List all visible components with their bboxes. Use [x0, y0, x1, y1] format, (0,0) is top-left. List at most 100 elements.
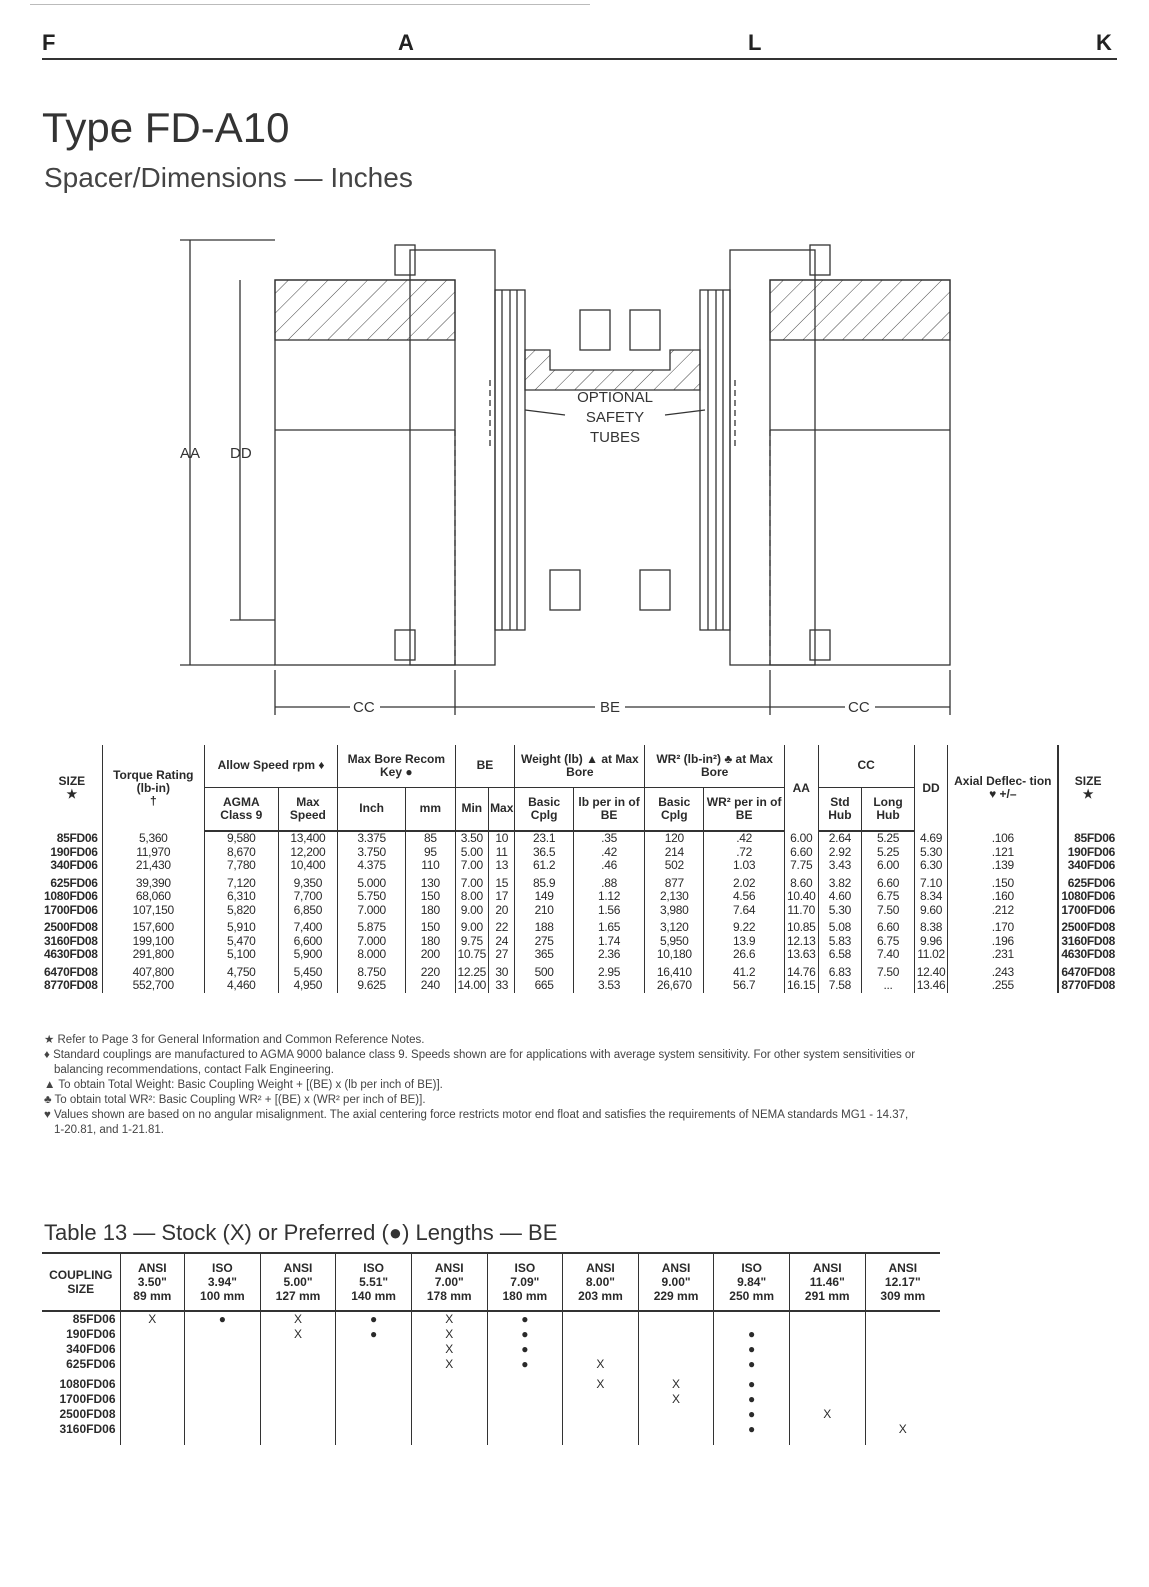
col-weight: Weight (lb) ▲ at Max Bore [514, 745, 645, 788]
table-cell: 5,100 [203, 947, 279, 962]
tubes-label-line2: SAFETY [586, 409, 644, 426]
length-mark [119, 1327, 185, 1342]
table-cell: 3.50 [454, 831, 489, 846]
col-length-line: 178 mm [426, 1289, 472, 1303]
table-cell [119, 1437, 185, 1445]
col-lb-per-in: lb per in of BE [572, 787, 645, 832]
table-cell: .46 [572, 858, 645, 873]
table-cell: .231 [947, 947, 1059, 962]
table-cell: 9.00 [454, 903, 489, 917]
table-cell: 7.000 [337, 903, 406, 917]
header-letter-a: A [398, 30, 414, 55]
length-mark [410, 1407, 488, 1422]
table13-title: Table 13 — Stock (X) or Preferred (●) Le… [44, 1220, 558, 1245]
table-cell: 1.74 [572, 934, 645, 948]
page-title: Type FD-A10 [42, 104, 290, 151]
table-cell: 20 [488, 903, 515, 917]
length-mark [259, 1392, 336, 1407]
table-cell: .170 [947, 917, 1059, 935]
length-mark [410, 1422, 488, 1437]
length-mark [637, 1327, 714, 1342]
length-mark [335, 1422, 412, 1437]
length-mark: ● [713, 1357, 790, 1372]
length-mark [259, 1407, 336, 1422]
table-cell: 6.83 [817, 961, 862, 979]
table-cell: 10.75 [454, 947, 489, 962]
length-mark [486, 1372, 563, 1392]
table-cell: 7,780 [203, 858, 279, 873]
length-mark: X [864, 1422, 940, 1437]
dim-label-be: BE [600, 699, 620, 716]
table-cell: 4.60 [817, 889, 862, 904]
table-cell: 7.40 [861, 947, 915, 962]
table-cell: .72 [703, 845, 785, 859]
col-mm: mm [405, 787, 456, 832]
tubes-label-line3: TUBES [590, 429, 640, 446]
table-cell: 1.03 [703, 858, 785, 873]
table-cell: .196 [947, 934, 1059, 948]
table-cell: 24 [488, 934, 515, 948]
col-length-line: 250 mm [729, 1289, 774, 1303]
table-cell: 33 [488, 978, 515, 993]
col-length-line: 7.00" [434, 1275, 464, 1289]
header-letter-f: F [42, 30, 56, 55]
table-cell [410, 1437, 488, 1445]
table-cell: 1.65 [572, 917, 645, 935]
table-cell: 6.60 [861, 872, 915, 890]
table-cell: 4,750 [203, 961, 279, 979]
length-mark [184, 1407, 261, 1422]
col-axial: Axial Deflec- tion ♥ +/– [947, 745, 1059, 831]
table-cell: 13.63 [783, 947, 818, 962]
table-cell [637, 1437, 714, 1445]
table-cell: 665 [514, 978, 574, 993]
table-cell: 9.60 [913, 903, 948, 917]
table-cell: 9.96 [913, 934, 948, 948]
length-mark: ● [713, 1342, 790, 1357]
table-cell: 9.75 [454, 934, 489, 948]
col-size: SIZE★ [58, 774, 86, 801]
length-mark: X [562, 1357, 639, 1372]
col-length-line: ISO [741, 1261, 762, 1275]
length-mark [119, 1392, 185, 1407]
table-cell: 26.6 [703, 947, 785, 962]
col-long-hub: Long Hub [861, 787, 915, 832]
length-mark [637, 1422, 714, 1437]
col-be-min: Min [454, 787, 489, 832]
row-size: 2500FD08 [44, 920, 98, 934]
table-cell [259, 1437, 336, 1445]
table-cell: 4.69 [913, 831, 948, 846]
length-mark: X [562, 1372, 639, 1392]
table-cell: 5.25 [861, 831, 915, 846]
tubes-label-line1: OPTIONAL [577, 389, 653, 406]
col-size-right: SIZE★ [1057, 745, 1117, 831]
row-size: 1700FD06 [44, 902, 98, 917]
length-mark [259, 1342, 336, 1357]
table-cell: 2,130 [644, 889, 704, 904]
table-cell: 4.375 [337, 858, 406, 873]
top-rule [30, 4, 590, 5]
table-cell: 11.70 [783, 903, 818, 917]
length-mark [713, 1311, 790, 1327]
table-cell: 3.82 [817, 872, 862, 890]
length-mark [864, 1327, 940, 1342]
table-cell: 240 [405, 978, 456, 993]
length-mark [562, 1342, 639, 1357]
length-mark [486, 1422, 563, 1437]
table-cell: 407,800 [101, 961, 205, 979]
length-mark: X [259, 1311, 336, 1327]
table-cell: 552,700 [101, 978, 205, 993]
table-cell: 10 [488, 831, 515, 846]
table-cell: 12.40 [913, 961, 948, 979]
length-mark [562, 1327, 639, 1342]
